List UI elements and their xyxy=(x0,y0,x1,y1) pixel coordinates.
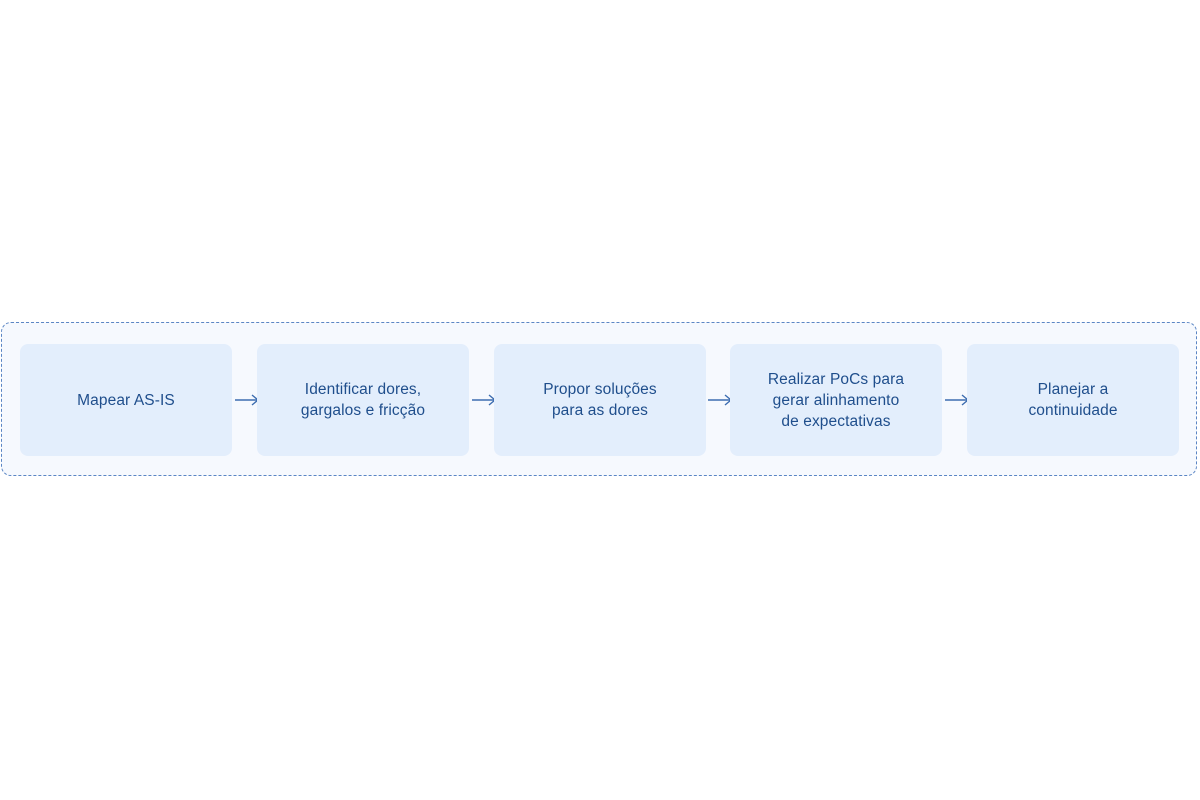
step-label: Realizar PoCs para gerar alinhamento de … xyxy=(767,370,905,430)
step-label: Planejar a continuidade xyxy=(1028,381,1118,419)
step-label: Mapear AS-IS xyxy=(77,391,175,409)
step-realizar-pocs: Realizar PoCs para gerar alinhamento de … xyxy=(730,344,942,456)
step-planejar-continuidade: Planejar a continuidade xyxy=(967,344,1179,456)
step-label: Identificar dores, gargalos e fricção xyxy=(300,381,426,419)
step-identificar-dores: Identificar dores, gargalos e fricção xyxy=(257,344,469,456)
step-propor-solucoes: Propor soluções para as dores xyxy=(494,344,706,456)
step-mapear-as-is: Mapear AS-IS xyxy=(20,344,232,456)
process-flow-frame: Mapear AS-IS Identificar dores, gargalos… xyxy=(1,322,1197,476)
step-label: Propor soluções para as dores xyxy=(543,381,657,419)
